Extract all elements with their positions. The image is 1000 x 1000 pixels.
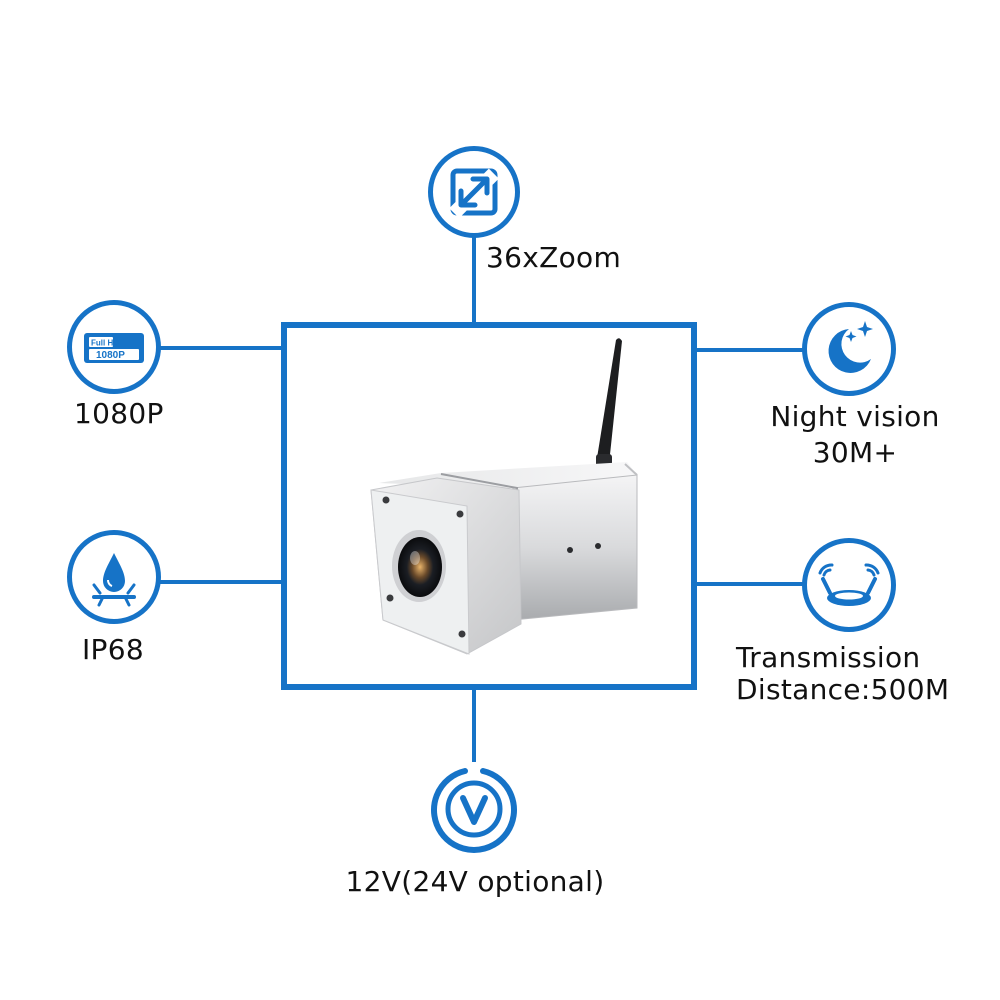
wifi-router-icon [818, 563, 880, 606]
connector-right-lower [689, 582, 804, 586]
resolution-label: 1080P [74, 397, 164, 430]
full-hd-1080p-icon: Full HD 1080P [84, 333, 144, 363]
waterproof-label: IP68 [82, 633, 144, 666]
moon-stars-icon [828, 321, 873, 373]
product-frame [281, 322, 697, 690]
wireless-bullet-camera-image [370, 338, 638, 655]
power-feature-icon [427, 762, 521, 856]
transmission-label-line1: Transmission [736, 641, 921, 674]
badge-line1: Full HD [91, 339, 119, 348]
waterproof-feature-icon [67, 530, 161, 624]
connector-bottom [472, 682, 476, 762]
resolution-feature-icon: Full HD 1080P [67, 300, 161, 394]
connector-left-upper [158, 346, 283, 350]
power-v-icon [431, 768, 517, 853]
badge-line2: 1080P [96, 350, 125, 361]
night-vision-label-line1: Night vision [770, 400, 940, 433]
connector-top [472, 232, 476, 324]
zoom-label: 36xZoom [486, 241, 622, 274]
night-vision-feature-icon [802, 302, 896, 396]
power-label: 12V(24V optional) [345, 865, 605, 898]
zoom-feature-icon [428, 146, 520, 238]
connector-right-upper [689, 348, 804, 352]
water-drop-icon [92, 553, 136, 607]
expand-arrows-icon [449, 168, 499, 219]
transmission-feature-icon [802, 538, 896, 632]
connector-left-lower [158, 580, 283, 584]
night-vision-label-line2: 30M+ [812, 436, 898, 469]
transmission-label-line2: Distance:500M [736, 673, 950, 706]
